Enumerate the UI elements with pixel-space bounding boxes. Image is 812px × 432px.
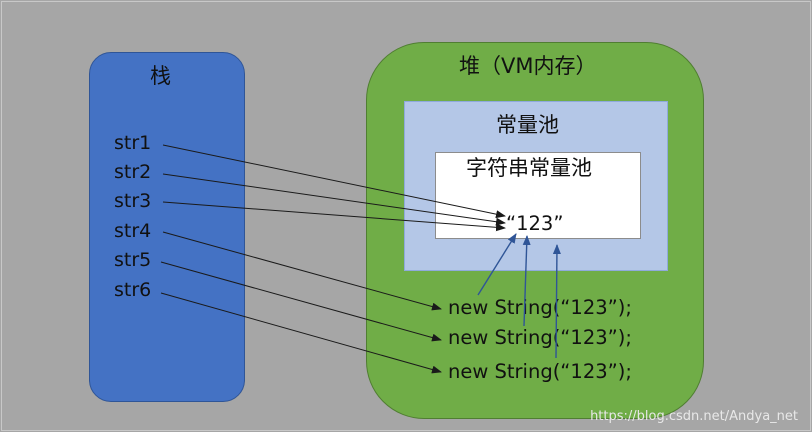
arrow-str2-to-literal <box>162 173 506 226</box>
arrow-str1-to-literal <box>162 144 506 219</box>
var-str5: str5 <box>114 249 152 271</box>
stack-title: 栈 <box>150 64 171 88</box>
var-str1: str1 <box>114 132 152 154</box>
string-literal-123: “123” <box>506 212 564 235</box>
heap-title: 堆（VM内存） <box>459 54 597 78</box>
var-str3: str3 <box>114 190 152 212</box>
heap-object-1: new String(“123”); <box>448 296 632 319</box>
string-pool-title: 字符串常量池 <box>466 156 592 180</box>
var-str2: str2 <box>114 161 152 183</box>
arrow-object3-to-literal <box>552 244 561 359</box>
heap-object-3: new String(“123”); <box>448 360 632 383</box>
arrow-str5-to-object2 <box>160 261 442 342</box>
var-str6: str6 <box>114 279 152 301</box>
arrow-str3-to-literal <box>162 201 506 232</box>
constant-pool-title: 常量池 <box>496 113 559 137</box>
arrow-str4-to-object1 <box>162 231 442 311</box>
watermark: https://blog.csdn.net/Andya_net <box>590 409 798 424</box>
heap-object-2: new String(“123”); <box>448 326 632 349</box>
arrow-object1-to-literal <box>477 233 517 296</box>
var-str4: str4 <box>114 220 152 242</box>
arrow-object2-to-literal <box>522 235 531 327</box>
string-constant-pool-region <box>435 152 641 239</box>
arrow-str6-to-object3 <box>160 292 442 374</box>
stack-region <box>89 52 245 402</box>
